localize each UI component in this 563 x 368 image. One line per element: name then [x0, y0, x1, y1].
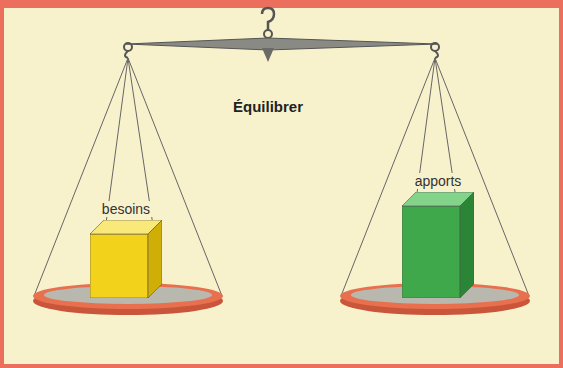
cube-face — [402, 206, 460, 298]
weight-cube: besoins — [88, 200, 164, 298]
beam-ring — [431, 43, 439, 51]
cube-label: besoins — [99, 201, 153, 217]
beam — [126, 38, 437, 50]
cube-label: apports — [412, 173, 465, 189]
cube-shape — [402, 192, 474, 298]
hook-ring — [264, 30, 272, 38]
cube-face — [90, 234, 148, 298]
frame — [2, 6, 561, 366]
diagram-title: Équilibrer — [233, 98, 303, 115]
pan-hook — [125, 51, 128, 58]
hook — [262, 8, 274, 30]
cube-shape — [90, 220, 162, 298]
weight-cube: apports — [400, 172, 476, 298]
beam-ring — [124, 43, 132, 51]
pan-hook — [435, 51, 438, 58]
cube-face — [460, 192, 474, 298]
cube-face — [148, 220, 162, 298]
pan-strings — [34, 58, 529, 306]
pivot — [262, 48, 274, 62]
